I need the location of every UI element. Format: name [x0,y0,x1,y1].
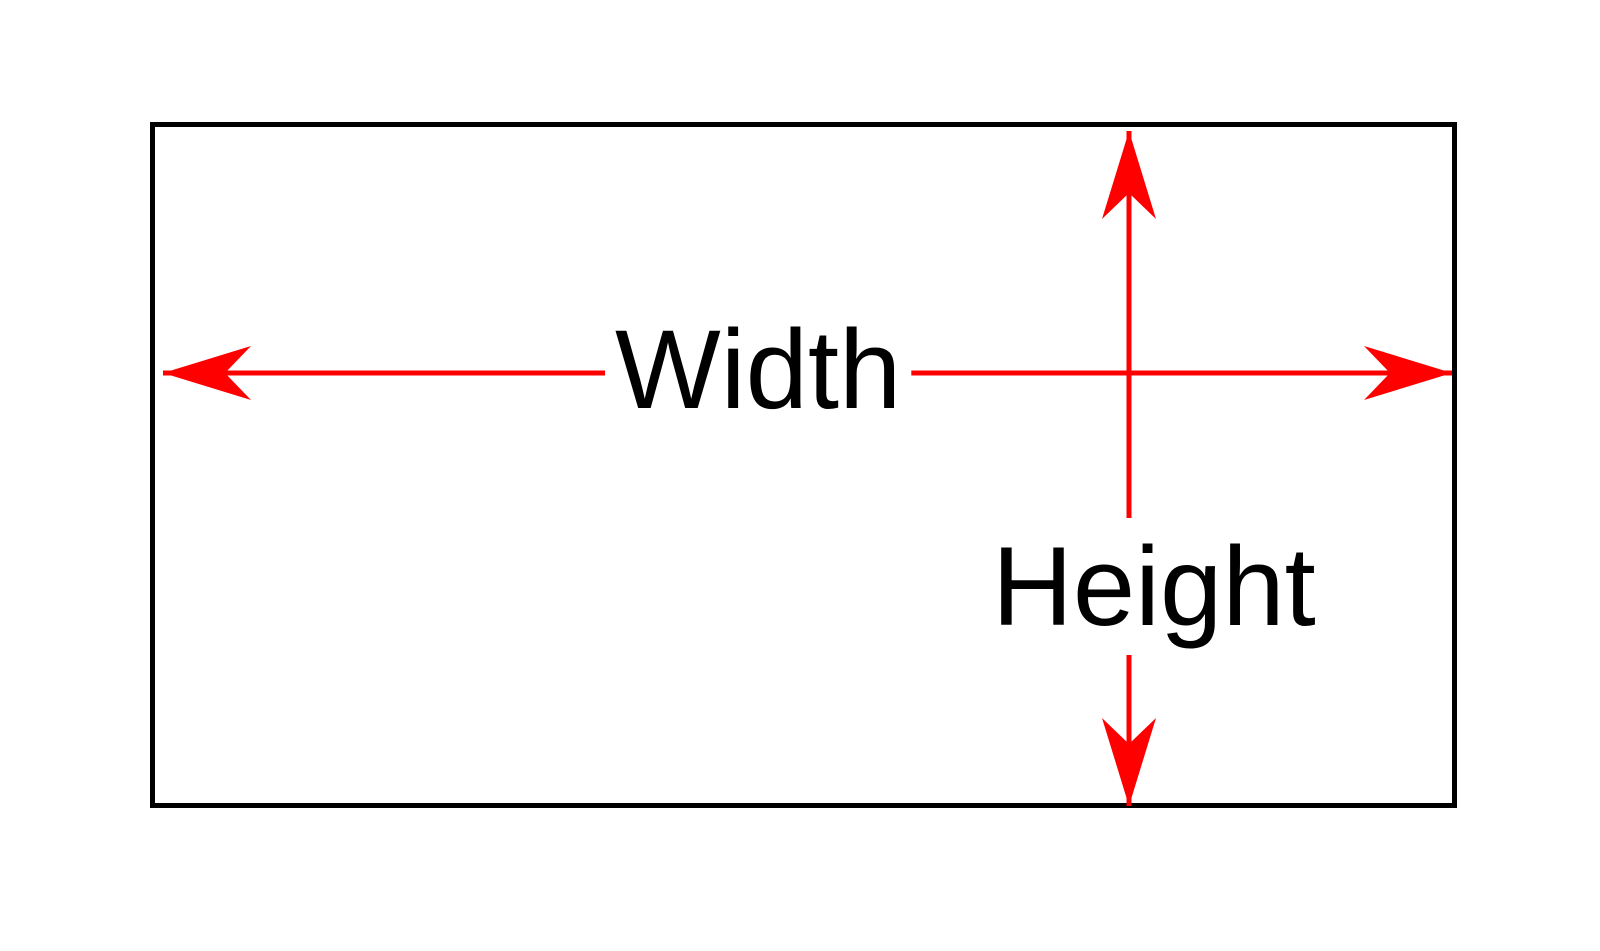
height-arrowhead-down [1102,718,1156,806]
width-arrowhead-right [1364,346,1452,400]
height-label: Height [992,524,1316,649]
width-label: Width [615,307,901,432]
height-label-mask [982,518,1326,655]
width-arrowhead-left [163,346,251,400]
width-label-mask [605,301,912,438]
height-arrowhead-up [1102,131,1156,219]
measured-rectangle [150,122,1457,808]
height-arrow [1102,131,1156,806]
